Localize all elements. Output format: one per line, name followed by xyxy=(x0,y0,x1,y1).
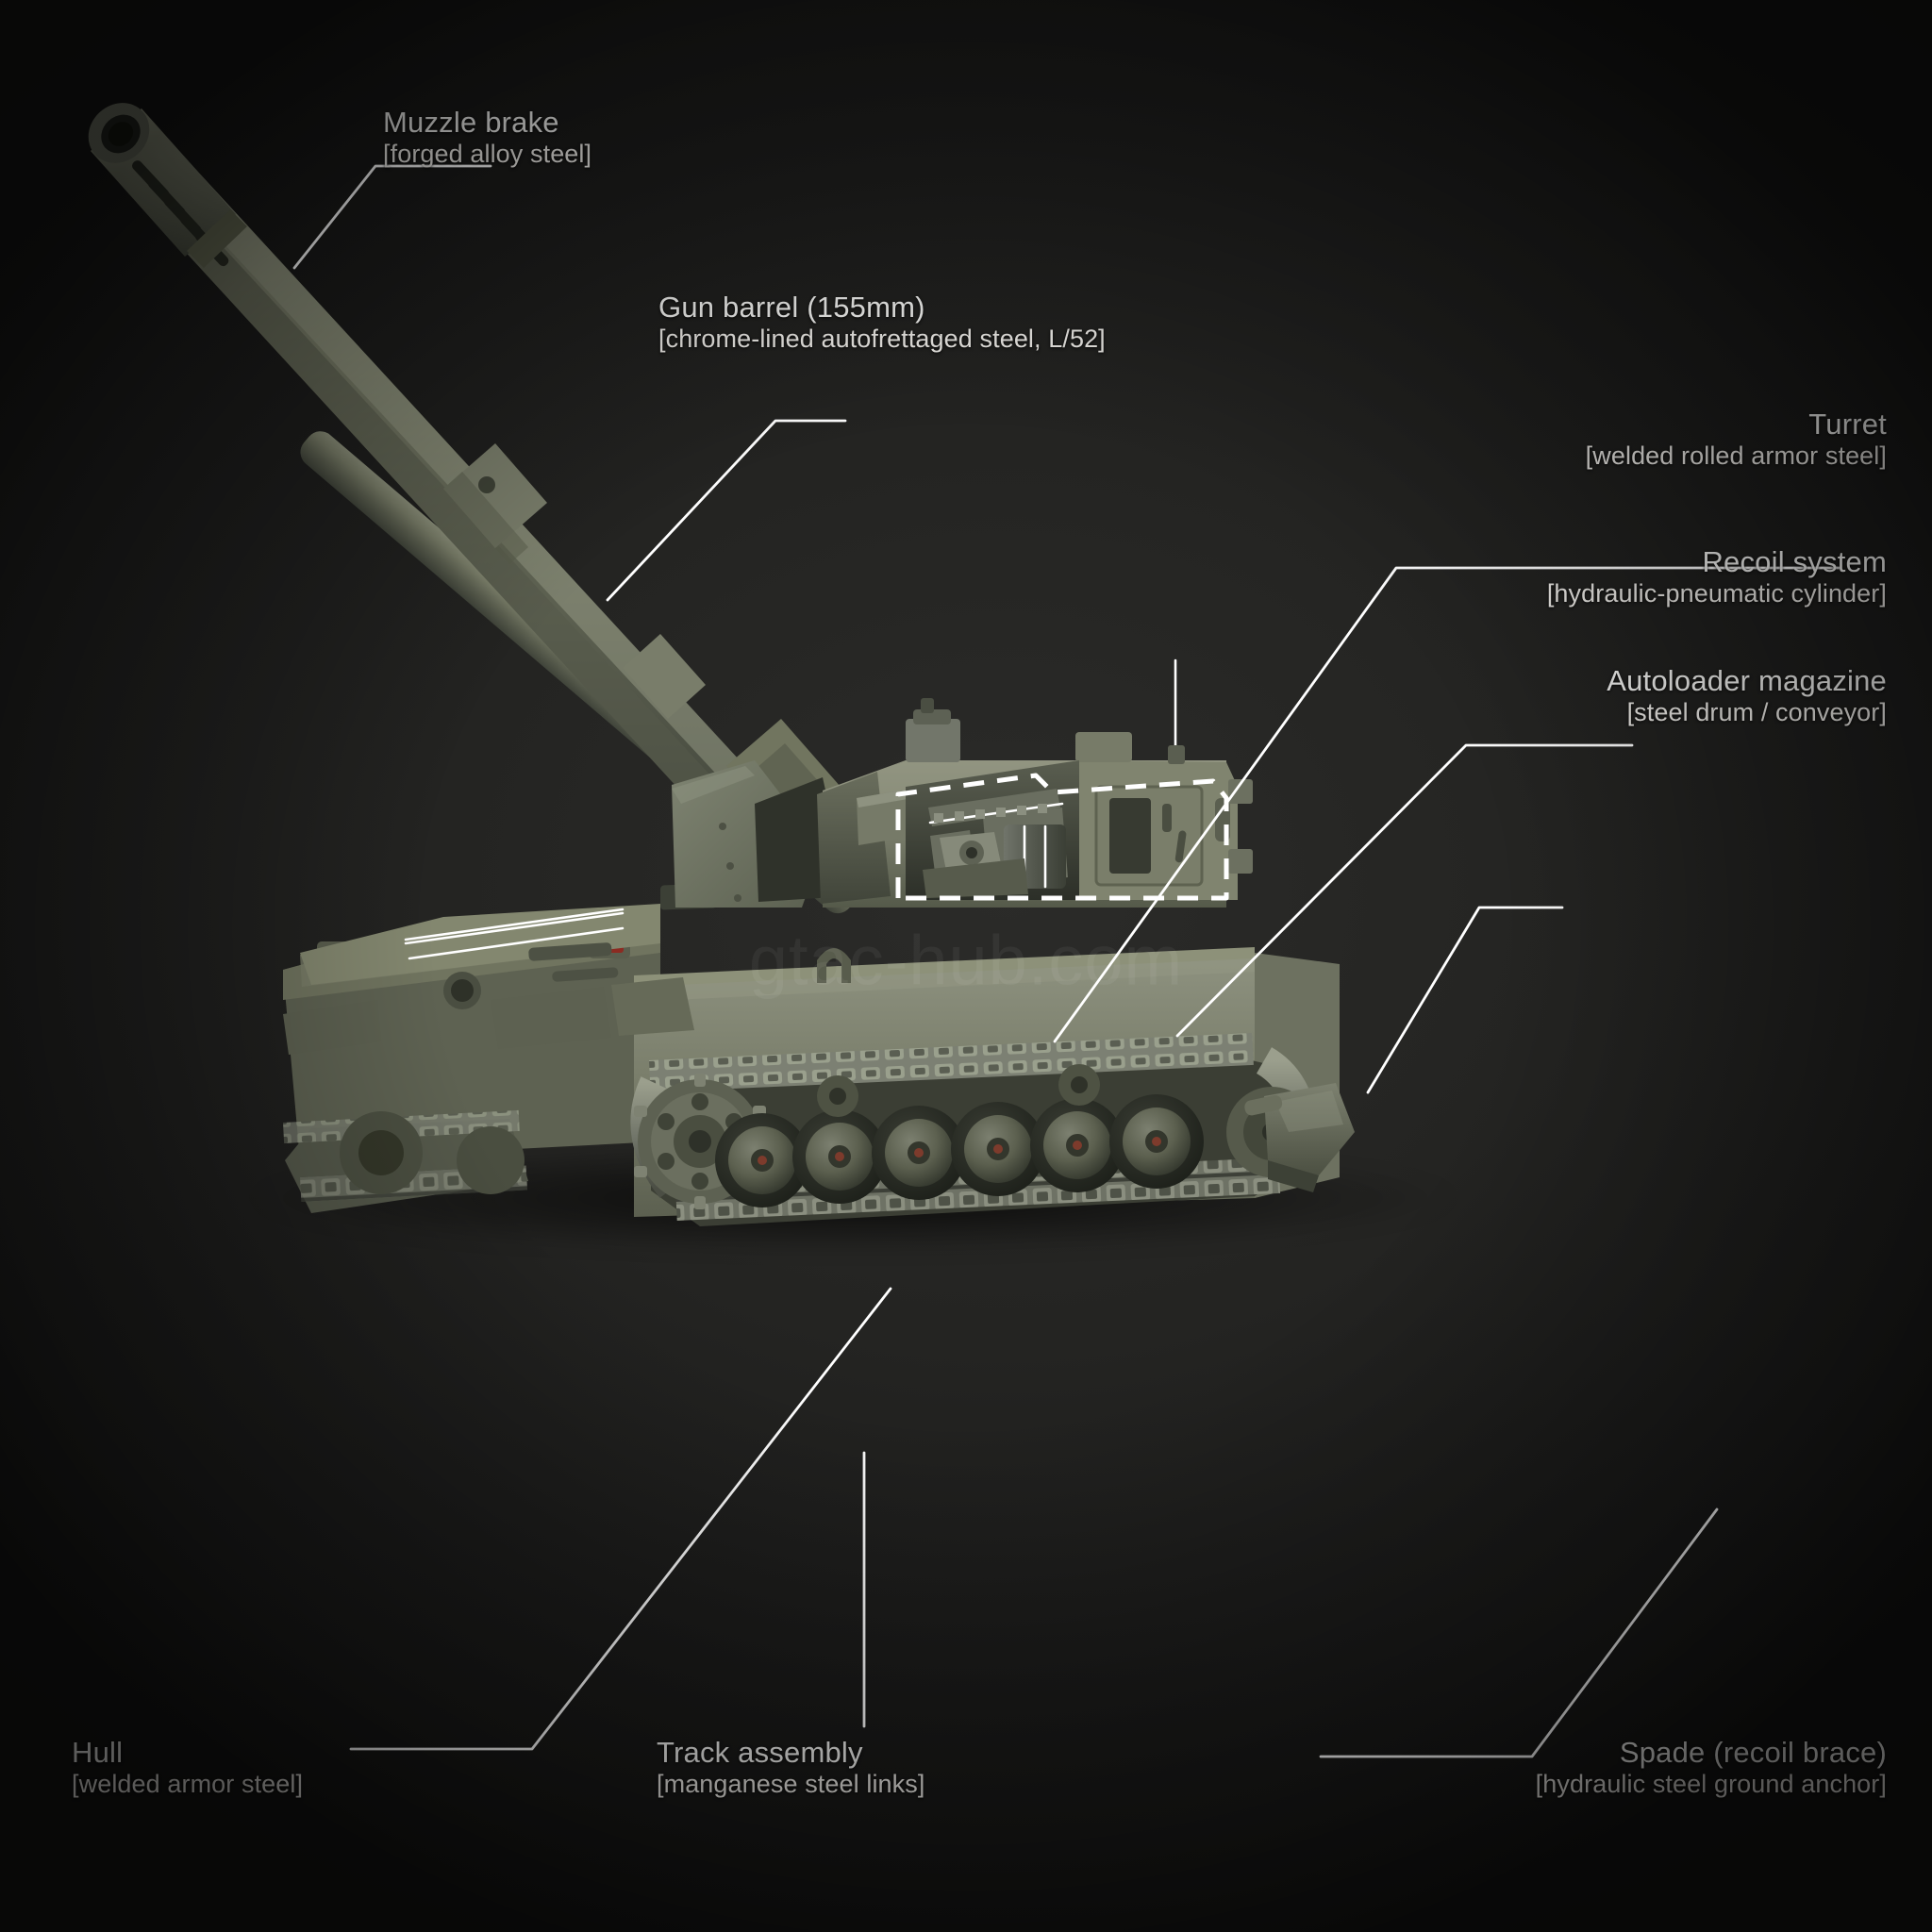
leader-gun-barrel xyxy=(606,419,847,602)
callout-material: [hydraulic steel ground anchor] xyxy=(1535,1769,1887,1798)
callout-material: [hydraulic-pneumatic cylinder] xyxy=(1546,578,1887,608)
callout-hull: Hull [welded armor steel] xyxy=(72,1736,303,1799)
callout-title: Recoil system xyxy=(1702,545,1887,578)
leader-muzzle-brake xyxy=(292,164,492,270)
callout-recoil-system: Recoil system [hydraulic-pneumatic cylin… xyxy=(1547,545,1887,608)
callout-title: Muzzle brake xyxy=(383,106,559,139)
callout-track-assembly: Track assembly [manganese steel links] xyxy=(657,1736,924,1799)
callout-title: Spade (recoil brace) xyxy=(1619,1736,1887,1769)
callout-material: [welded armor steel] xyxy=(72,1769,304,1798)
callout-gun-barrel: Gun barrel (155mm) [chrome-lined autofre… xyxy=(658,291,1106,354)
callout-spade: Spade (recoil brace) [hydraulic steel gr… xyxy=(1536,1736,1887,1799)
leader-hull xyxy=(349,1287,892,1751)
site-watermark: gtac-hub.com xyxy=(748,921,1184,1000)
callout-title: Turret xyxy=(1808,408,1887,441)
callout-turret: Turret [welded rolled armor steel] xyxy=(1586,408,1887,471)
callout-autoloader-magazine: Autoloader magazine [steel drum / convey… xyxy=(1607,664,1887,727)
callout-material: [manganese steel links] xyxy=(657,1769,925,1798)
leader-recoil-system xyxy=(1175,743,1634,1038)
callout-muzzle-brake: Muzzle brake [forged alloy steel] xyxy=(383,106,591,169)
callout-title: Hull xyxy=(72,1736,124,1769)
leader-autoloader-magazine xyxy=(1366,906,1564,1094)
leader-spade xyxy=(1319,1507,1719,1758)
callout-material: [forged alloy steel] xyxy=(383,139,592,168)
callout-title: Track assembly xyxy=(657,1736,863,1769)
callout-material: [steel drum / conveyor] xyxy=(1626,697,1887,726)
callout-title: Gun barrel (155mm) xyxy=(658,291,925,324)
callout-material: [chrome-lined autofrettaged steel, L/52] xyxy=(658,324,1106,353)
callout-title: Autoloader magazine xyxy=(1607,664,1887,697)
callout-material: [welded rolled armor steel] xyxy=(1585,441,1887,470)
